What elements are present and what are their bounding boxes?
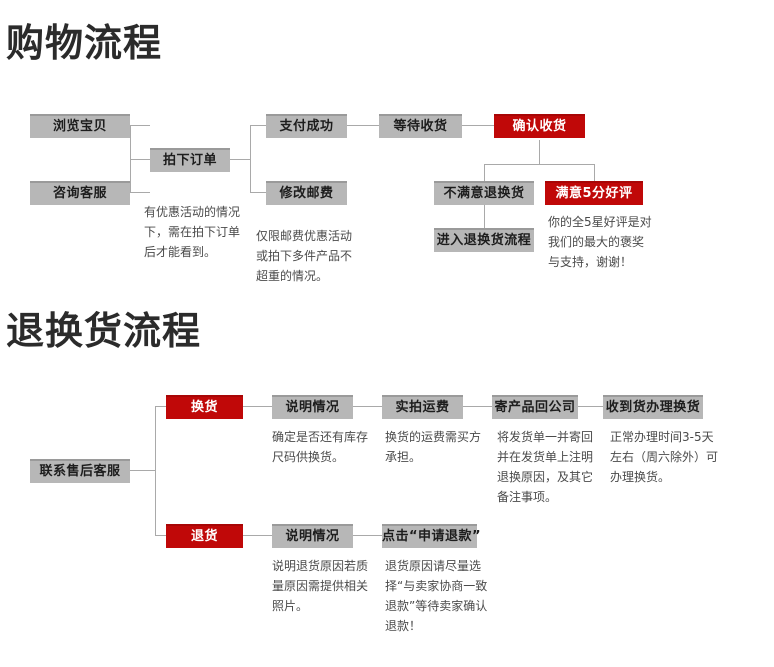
node-satisfied-praise[interactable]: 满意5分好评 <box>545 181 643 205</box>
connector-contact-right <box>130 470 155 471</box>
node-consult[interactable]: 咨询客服 <box>30 181 130 205</box>
node-exchange-explain[interactable]: 说明情况 <box>272 395 353 419</box>
note-exchange-received: 正常办理时间3-5天左右（周六除外）可办理换货。 <box>610 430 719 484</box>
note-praise: 你的全5星好评是对我们的最大的褒奖与支持，谢谢！ <box>548 215 652 269</box>
note-exchange-explain: 确定是否还有库存尺码供换货。 <box>272 430 369 464</box>
node-enter-return-flow[interactable]: 进入退换货流程 <box>434 228 534 252</box>
node-browse[interactable]: 浏览宝贝 <box>30 114 130 138</box>
note-place-order: 有优惠活动的情况下，需在拍下订单后才能看到。 <box>144 205 241 259</box>
node-exchange[interactable]: 换货 <box>166 395 243 419</box>
connector-consult-right <box>130 192 150 193</box>
connector-wait-to-confirm <box>462 125 494 126</box>
section-title-return: 退换货流程 <box>6 309 202 353</box>
connector-order-right <box>230 159 250 160</box>
connector-photo-to-send <box>463 406 492 407</box>
node-wait-receive[interactable]: 等待收货 <box>379 114 462 138</box>
connector-unsatisfied-down <box>484 205 485 228</box>
node-modify-shipping[interactable]: 修改邮费 <box>266 181 347 205</box>
node-exchange-send-back[interactable]: 寄产品回公司 <box>492 395 578 419</box>
connector-to-refund <box>155 535 166 536</box>
note-modify-shipping: 仅限邮费优惠活动或拍下多件产品不超重的情况。 <box>256 229 353 283</box>
connector-merge-to-order <box>130 159 150 160</box>
connector-confirm-down <box>539 140 540 164</box>
connector-to-pay <box>250 125 266 126</box>
connector-exchange-to-explain <box>243 406 272 407</box>
connector-browse-right <box>130 125 150 126</box>
connector-to-unsatisfied <box>484 164 485 181</box>
connector-to-exchange <box>155 406 166 407</box>
node-exchange-photo-fee[interactable]: 实拍运费 <box>382 395 463 419</box>
node-exchange-received[interactable]: 收到货办理换货 <box>603 395 703 419</box>
connector-confirm-split <box>484 164 594 165</box>
connector-explain-to-click <box>353 535 382 536</box>
connector-refund-to-explain <box>243 535 272 536</box>
connector-to-modify <box>250 192 266 193</box>
node-refund-explain[interactable]: 说明情况 <box>272 524 353 548</box>
note-refund-apply-click: 退货原因请尽量选择“与卖家协商一致退款”等待卖家确认退款！ <box>385 559 488 633</box>
node-refund-apply-click[interactable]: 点击“申请退款” <box>382 524 481 548</box>
section-title-shopping: 购物流程 <box>6 21 163 65</box>
node-contact-service[interactable]: 联系售后客服 <box>30 459 130 483</box>
connector-return-split <box>155 406 156 535</box>
node-place-order[interactable]: 拍下订单 <box>150 148 230 172</box>
note-exchange-photo-fee: 换货的运费需买方承担。 <box>385 430 482 464</box>
connector-send-to-receive <box>578 406 603 407</box>
connector-to-satisfied <box>594 164 595 181</box>
connector-pay-to-wait <box>347 125 379 126</box>
note-refund-explain: 说明退货原因若质量原因需提供相关照片。 <box>272 559 369 613</box>
node-unsatisfied-return[interactable]: 不满意退换货 <box>434 181 534 205</box>
node-confirm-receive[interactable]: 确认收货 <box>494 114 585 138</box>
node-pay-success[interactable]: 支付成功 <box>266 114 347 138</box>
connector-explain-to-photo <box>353 406 382 407</box>
note-exchange-send-back: 将发货单一并寄回并在发货单上注明退换原因，及其它备注事项。 <box>497 430 594 504</box>
node-refund[interactable]: 退货 <box>166 524 243 548</box>
connector-order-split <box>250 125 251 193</box>
